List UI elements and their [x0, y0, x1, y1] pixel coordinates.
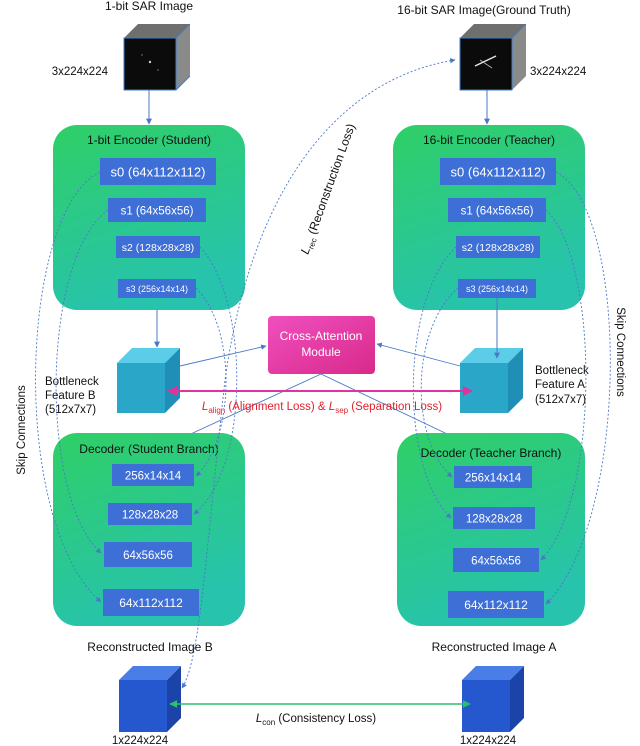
- alignment-separation-loss-label: Lalign (Alignment Loss) & Lsep (Separati…: [202, 401, 442, 415]
- student-s3-box: [118, 279, 196, 298]
- input-right-dims: 3x224x224: [530, 66, 587, 78]
- cross-attention-line1: Cross-Attention: [280, 329, 363, 343]
- teacher-dec-3-label: 64x112x112: [464, 598, 528, 612]
- right-skip-label: Skip Connections: [614, 307, 626, 397]
- teacher-decoder-title: Decoder (Teacher Branch): [421, 446, 562, 460]
- consistency-loss-label: Lcon (Consistency Loss): [256, 713, 376, 727]
- teacher-s3-box: [458, 279, 536, 298]
- bottleneck-a-line1: Bottleneck: [535, 365, 589, 377]
- teacher-dec-2-label: 64x56x56: [471, 556, 521, 568]
- student-encoder-title: 1-bit Encoder (Student): [87, 133, 211, 147]
- output-left-title: Reconstructed Image B: [87, 640, 212, 654]
- input-left-dims: 3x224x224: [52, 66, 109, 78]
- bottleneck-b-label: Bottleneck Feature B (512x7x7): [45, 376, 99, 416]
- teacher-s0-label: s0 (64x112x112): [451, 165, 546, 180]
- bottleneck-b-line3: (512x7x7): [45, 404, 96, 416]
- student-s2-label: s2 (128x28x28): [122, 242, 194, 254]
- bottleneck-b-to-ca: [179, 344, 267, 367]
- bottleneck-a-line3: (512x7x7): [535, 394, 586, 406]
- teacher-dec-2-box: [453, 548, 539, 572]
- bottleneck-b-line1: Bottleneck: [45, 376, 99, 388]
- teacher-encoder-stages: s0 (64x112x112) s1 (64x56x56) s2 (128x28…: [440, 158, 556, 298]
- teacher-dec-0-box: [454, 466, 532, 488]
- teacher-decoder-stages: 256x14x14 128x28x28 64x56x56 64x112x112: [448, 466, 544, 618]
- teacher-dec-0-label: 256x14x14: [465, 473, 522, 485]
- teacher-s2-box: [456, 236, 540, 258]
- teacher-s3-label: s3 (256x14x14): [466, 284, 528, 294]
- output-a-cube: [462, 666, 524, 732]
- teacher-s1-label: s1 (64x56x56): [461, 206, 534, 218]
- teacher-s1-box: [448, 198, 546, 222]
- bottleneck-a-line2: Feature A: [535, 379, 585, 391]
- input-left-image: [123, 23, 191, 91]
- student-s0-label: s0 (64x112x112): [111, 165, 206, 180]
- student-dec-1-box: [108, 503, 192, 525]
- student-dec-3-label: 64x112x112: [119, 596, 183, 610]
- output-right-title: Reconstructed Image A: [432, 640, 557, 654]
- teacher-dec-1-box: [453, 507, 535, 529]
- student-s3-label: s3 (256x14x14): [126, 284, 188, 294]
- student-dec-2-label: 64x56x56: [123, 550, 173, 562]
- bottleneck-b-line2: Feature B: [45, 390, 96, 402]
- student-dec-0-box: [112, 464, 194, 486]
- cross-attention-line2: Module: [301, 345, 341, 359]
- student-dec-2-box: [104, 542, 192, 567]
- bottleneck-a-to-ca: [376, 342, 461, 367]
- bottleneck-a-cube: [460, 348, 523, 413]
- bottleneck-a-label: Bottleneck Feature A (512x7x7): [535, 365, 589, 406]
- left-skip-label: Skip Connections: [16, 385, 28, 475]
- bottleneck-b-cube: [117, 348, 180, 413]
- output-b-cube: [119, 666, 181, 732]
- input-left-title: 1-bit SAR Image: [105, 0, 193, 13]
- student-dec-1-label: 128x28x28: [122, 510, 178, 522]
- reconstruction-loss-label: Lrec (Reconstruction Loss): [298, 122, 360, 257]
- input-right-title: 16-bit SAR Image(Ground Truth): [397, 3, 570, 17]
- input-right-image: [459, 23, 527, 91]
- output-right-dims: 1x224x224: [460, 735, 517, 746]
- teacher-encoder-title: 16-bit Encoder (Teacher): [423, 133, 555, 147]
- teacher-dec-1-label: 128x28x28: [466, 514, 522, 526]
- student-dec-0-label: 256x14x14: [125, 471, 182, 483]
- teacher-s2-label: s2 (128x28x28): [462, 242, 534, 254]
- student-s2-box: [116, 236, 200, 258]
- output-left-dims: 1x224x224: [112, 735, 169, 746]
- teacher-dec-3-box: [448, 591, 544, 618]
- student-decoder-title: Decoder (Student Branch): [79, 442, 218, 456]
- student-s1-label: s1 (64x56x56): [121, 206, 194, 218]
- teacher-s0-box: [440, 158, 556, 185]
